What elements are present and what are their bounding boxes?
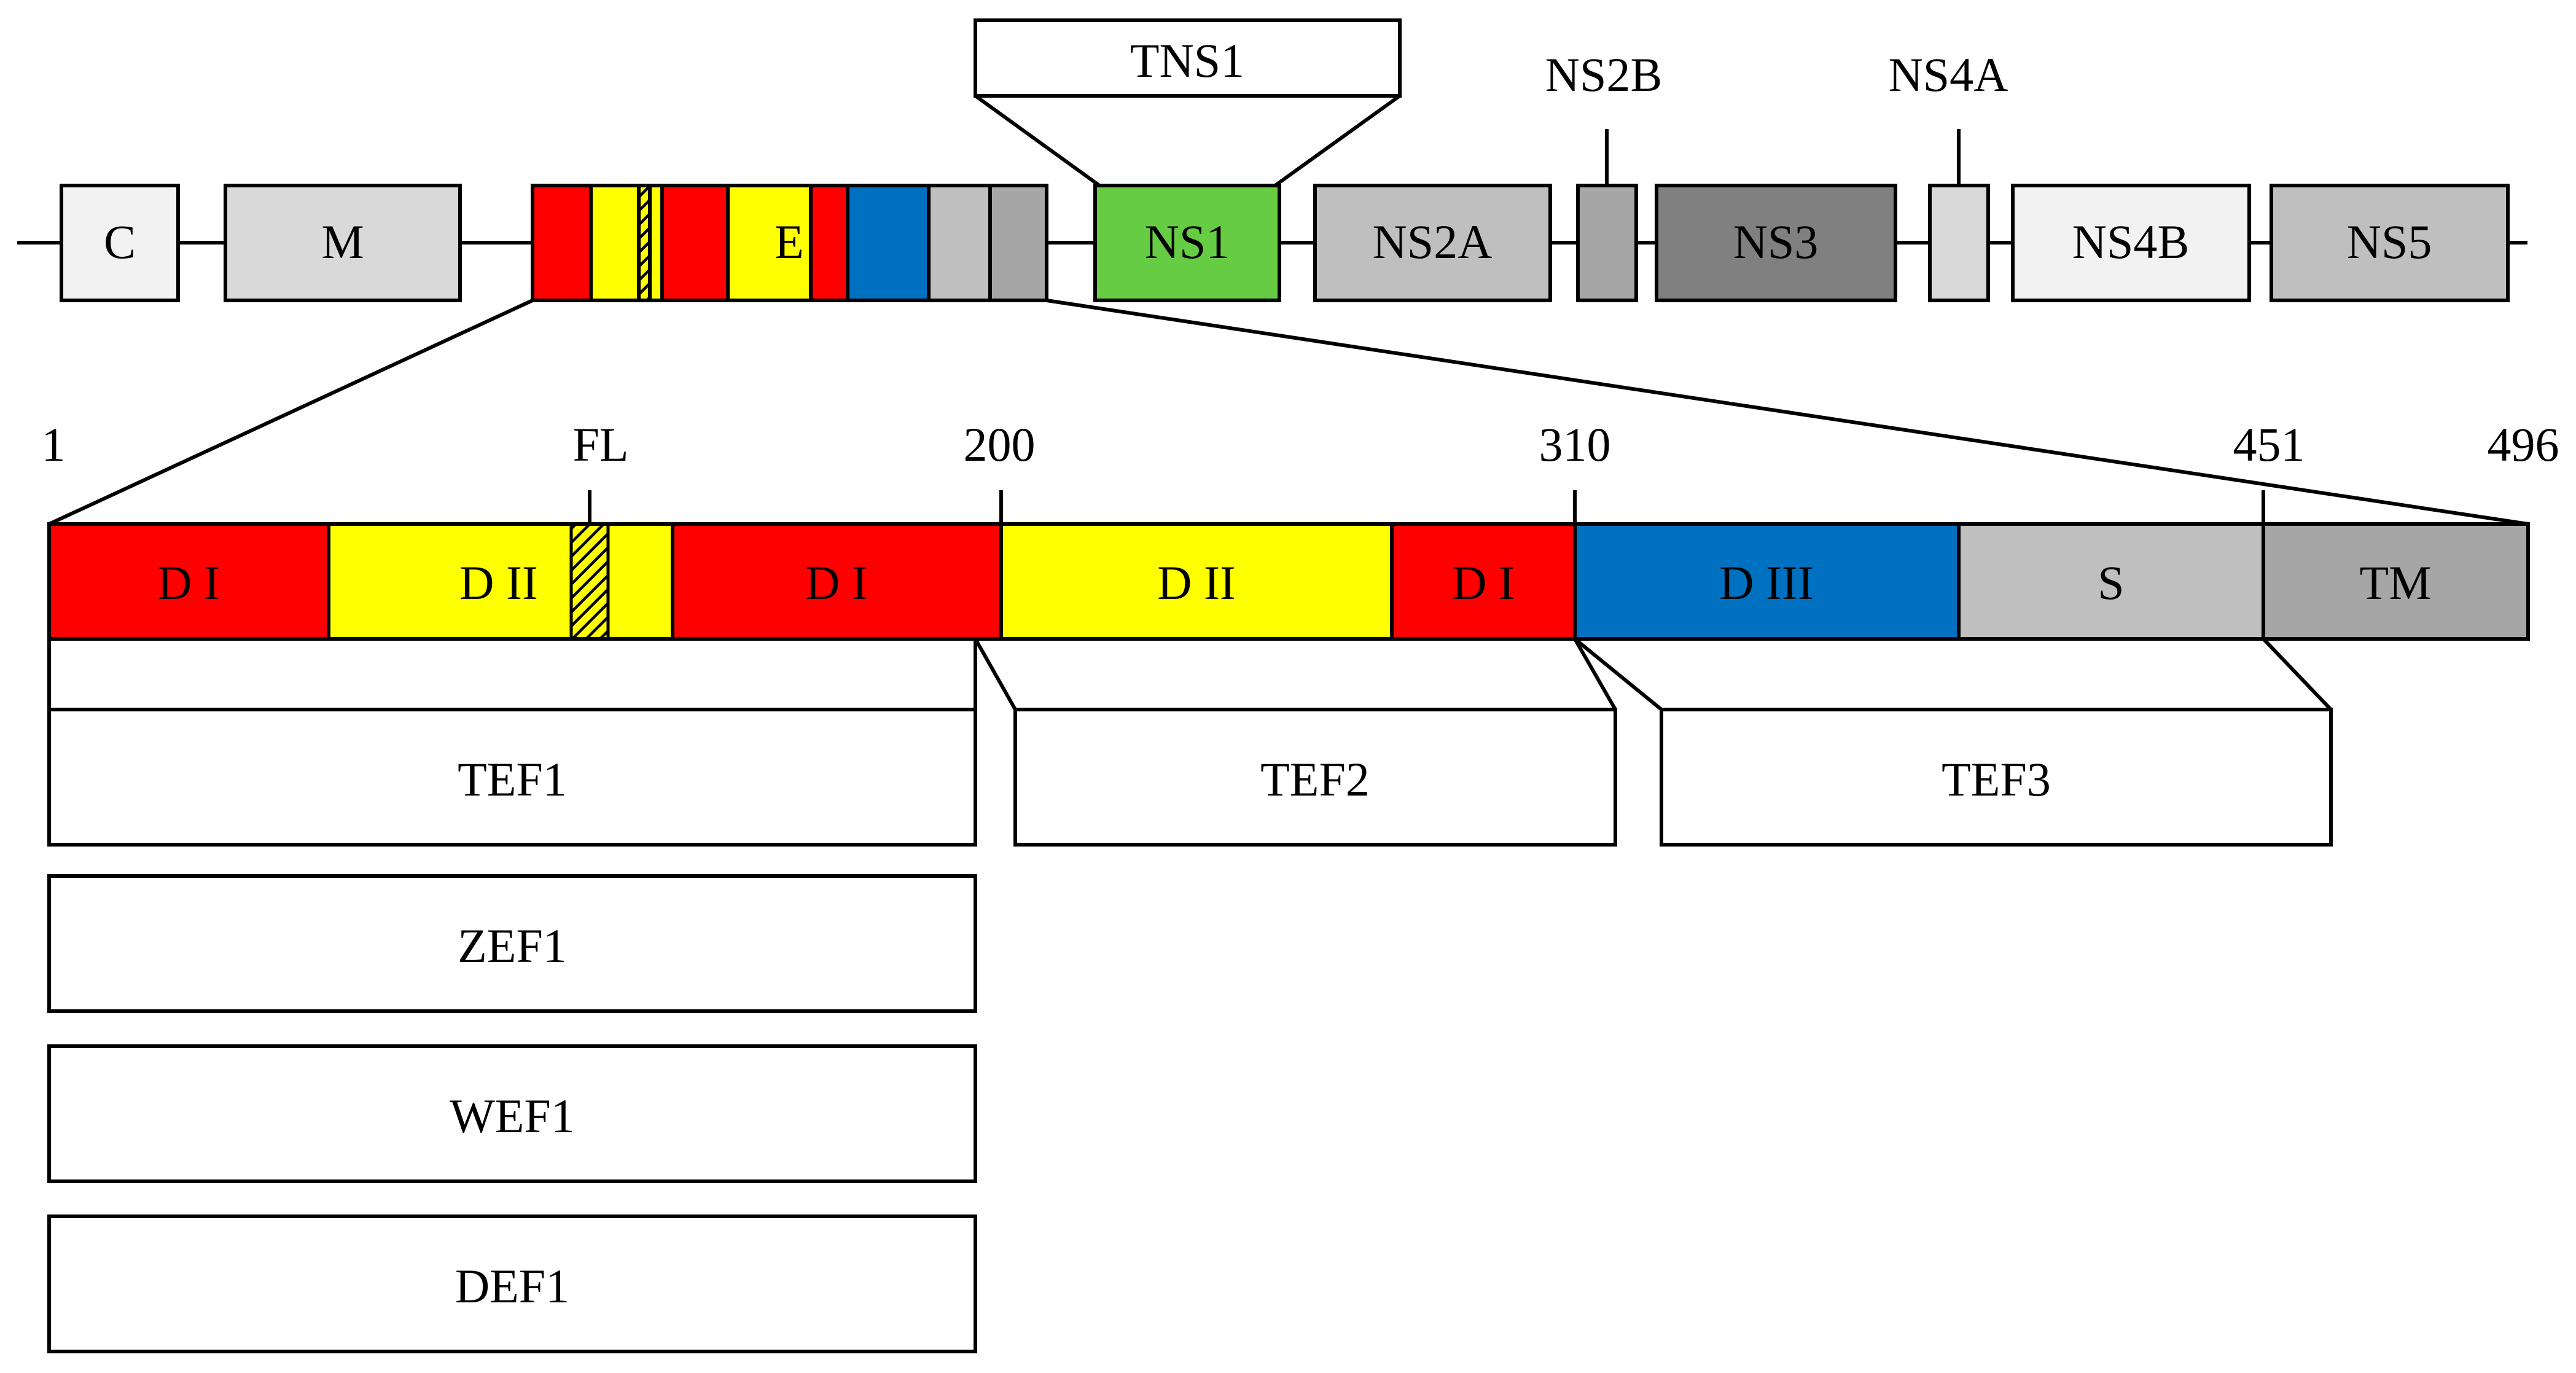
zef1-label: ZEF1 [458,919,567,972]
tns1-callout: TNS1 [974,18,1402,187]
ns4b-label: NS4B [2072,215,2190,268]
ns3-label: NS3 [1733,215,1819,268]
zoom-line-right [1046,299,2529,526]
domain-d2-label-2: D II [1157,556,1236,609]
tns1-connector-left [974,94,1101,187]
ns2a-label: NS2A [1372,215,1492,268]
tm-label: TM [2360,556,2432,609]
position-310: 310 [1539,418,1611,471]
fragments: TEF1 TEF2 TEF3 ZEF1 WEF1 DEF1 [47,637,2333,1353]
e-segment-d1b [662,186,728,300]
position-scale: 1 200 310 451 496 FL [42,418,2559,524]
ns2b-box [1576,184,1638,302]
e-segment-d2b [650,186,662,300]
tef1-box [47,708,977,847]
domain-d2-segment-2 [1001,524,1392,639]
fusion-loop-hatch [569,522,610,641]
position-1: 1 [42,418,66,471]
zef1-box [47,874,977,1013]
domain-d1-label-1: D I [157,556,220,609]
ns2b-label: NS2B [1545,48,1663,101]
stem-label: S [2098,556,2124,609]
domain-d1-label-3: D I [1452,556,1515,609]
domain-d3-segment [1575,524,1959,639]
position-451: 451 [2233,418,2305,471]
ns4b-box [2011,184,2251,302]
tef2-label: TEF2 [1260,753,1370,806]
tm-segment [2263,524,2528,639]
e-segment-stem [929,186,990,300]
domain-d2-label-1: D II [459,556,538,609]
ns2a-box [1313,184,1552,302]
position-200: 200 [964,418,1036,471]
domain-d1-segment-3 [1392,524,1575,639]
domain-d1-segment-1 [49,524,329,639]
tns1-box [974,18,1402,98]
tef2-box [1013,708,1617,847]
e-segment-d2a [591,186,639,300]
e-segment-d1a [533,186,591,300]
fusion-loop-label: FL [572,418,628,471]
tns1-label: TNS1 [1130,34,1244,87]
tef1-label: TEF1 [458,753,567,806]
tef3-box [1660,708,2333,847]
domain-d3-label: D III [1719,556,1814,609]
domain-d2-segment-1 [329,524,673,639]
domain-d1-segment-2 [673,524,1001,639]
polyprotein-row: C M [17,48,2527,302]
ns4a-box [1928,184,1990,302]
e-segment-fusion-loop [639,186,650,300]
c-protein-label: C [104,215,136,268]
e-segment-d3 [848,186,929,300]
e-segment-tm [990,186,1047,300]
ns5-label: NS5 [2347,215,2432,268]
c-protein-box [60,184,180,302]
e-protein-box: E [531,184,1048,302]
ns1-box [1093,184,1281,302]
stem-segment [1959,524,2263,639]
m-protein-label: M [321,215,364,268]
e-protein-expanded-bar: D I D II D I D II D I D III S TM [47,522,2530,641]
wef1-label: WEF1 [450,1089,575,1143]
domain-d1-label-2: D I [805,556,868,609]
zoom-line-left [48,299,534,526]
ns3-box [1655,184,1897,302]
def1-label: DEF1 [455,1259,569,1313]
e-segment-d1c [811,186,848,300]
ns4a-label: NS4A [1888,48,2008,101]
tns1-connector-right [1274,94,1401,187]
ns5-box [2270,184,2510,302]
tef3-label: TEF3 [1942,753,2051,806]
e-segment-d2c [728,186,811,300]
ns1-label: NS1 [1145,215,1230,268]
wef1-box [47,1044,977,1183]
position-496: 496 [2488,418,2559,471]
m-protein-box [224,184,462,302]
e-protein-label: E [775,215,804,268]
def1-box [47,1215,977,1353]
